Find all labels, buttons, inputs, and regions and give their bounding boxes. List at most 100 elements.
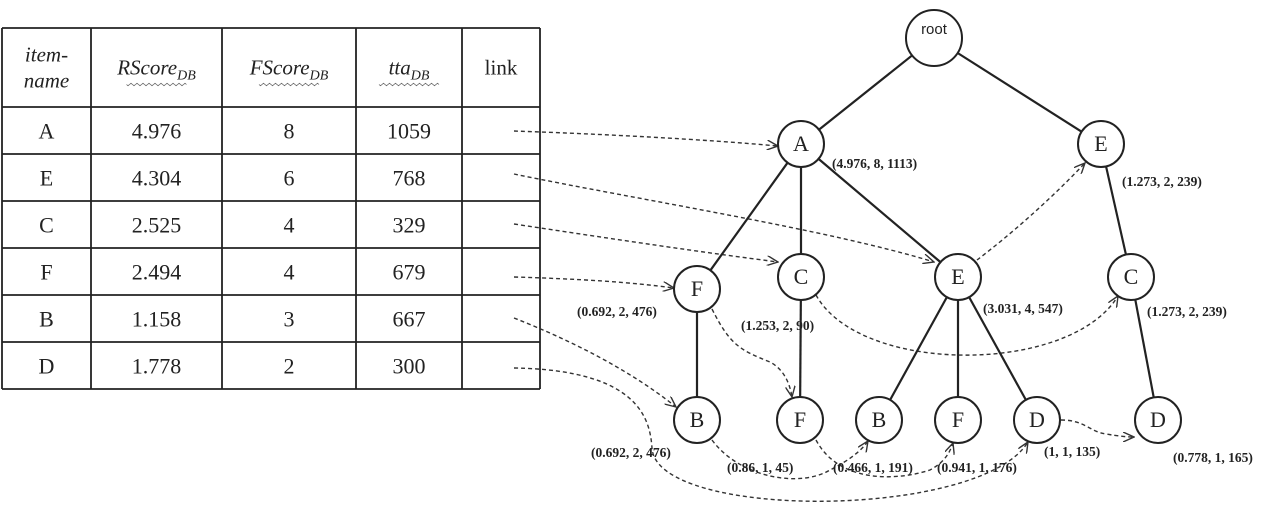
node-annotations: (4.976, 8, 1113) (1.273, 2, 239) (0.692, 2… (577, 156, 1253, 475)
node-link-D1-D2 (1060, 419, 1134, 437)
tree-node-label: F (691, 276, 703, 301)
table-cell: 2.525 (132, 213, 182, 238)
table-header-text: item- (25, 43, 68, 67)
tree-node-D2: D (1134, 396, 1182, 444)
tree-node-circle (1107, 253, 1155, 301)
tree-edge-C2-D2 (1134, 299, 1155, 398)
node-annotation: (1.273, 2, 239) (1147, 304, 1227, 319)
table-cell: 1.158 (132, 307, 182, 332)
tree-node-circle (777, 120, 825, 168)
tree-node-E2: E (934, 253, 982, 301)
spellcheck-underline (126, 82, 187, 87)
tree-node-label: B (872, 407, 887, 432)
node-annotation: (0.778, 1, 165) (1173, 450, 1253, 465)
table-cell: 679 (393, 260, 426, 285)
table-cell: 1.778 (132, 354, 182, 379)
table-cell: 1059 (387, 119, 431, 144)
table-cell: B (39, 307, 54, 332)
tree-edge-E1-C2 (1104, 166, 1128, 255)
node-annotation: (1, 1, 135) (1044, 444, 1100, 459)
tree-edge-root-E1 (957, 52, 1083, 133)
table-cell: 8 (284, 119, 295, 144)
tree-node-circle (777, 253, 825, 301)
tree-node-D1: D (1013, 396, 1061, 444)
node-annotation: (0.692, 2, 476) (577, 304, 657, 319)
node-link-tbl-B-B1 (513, 317, 676, 407)
tree-node-label: F (952, 407, 964, 432)
tree-node-label: E (951, 264, 964, 289)
table-cell: 4.976 (132, 119, 182, 144)
tree-edge-A1-E2 (817, 158, 942, 263)
tree-node-circle (905, 9, 963, 67)
tree-node-B1: B (673, 396, 721, 444)
node-annotation: (0.941, 1, 176) (937, 460, 1017, 475)
tree-node-F2: F (776, 396, 824, 444)
table-cell: C (39, 213, 54, 238)
tree-node-A1: A (777, 120, 825, 168)
node-link-E2-E1 (976, 163, 1085, 261)
tree-edges (695, 52, 1155, 401)
node-annotation: (0.86, 1, 45) (727, 460, 793, 475)
tree-edge-A1-F1 (709, 162, 789, 271)
tree-node-circle (776, 396, 824, 444)
table-header-text: ttaDB (389, 56, 430, 84)
tree-node-C1: C (777, 253, 825, 301)
table-cell: D (39, 354, 55, 379)
tree-node-circle (855, 396, 903, 444)
node-link-C1-C2 (815, 295, 1118, 356)
tree-node-E1: E (1077, 120, 1125, 168)
node-link-tbl-E-E2 (513, 173, 934, 262)
tree-node-label: root (921, 21, 948, 38)
table-cell: A (39, 119, 55, 144)
node-link-tbl-D-D1 (513, 367, 1028, 502)
table-cell: 4 (284, 260, 295, 285)
table-cell: 768 (393, 166, 426, 191)
tree-node-circle (1013, 396, 1061, 444)
node-link-tbl-A-A1 (513, 130, 778, 146)
tree-node-label: D (1029, 407, 1045, 432)
table-cell: 3 (284, 307, 295, 332)
tree-node-F3: F (934, 396, 982, 444)
spellcheck-underline (378, 82, 440, 87)
tree-node-root: root (905, 9, 963, 67)
tree-node-label: C (1124, 264, 1139, 289)
table-header-text: FScoreDB (249, 56, 329, 84)
table-header-text: name (24, 69, 70, 93)
node-annotation: (3.031, 4, 547) (983, 301, 1063, 316)
node-annotation: (0.692, 2, 476) (591, 445, 671, 460)
tree-node-C2: C (1107, 253, 1155, 301)
tree-node-circle (673, 396, 721, 444)
table-cell: 329 (393, 213, 426, 238)
tree-node-label: C (794, 264, 809, 289)
tree-node-label: E (1094, 131, 1107, 156)
table-cell: 6 (284, 166, 295, 191)
tree-node-circle (934, 253, 982, 301)
tree-node-label: B (690, 407, 705, 432)
table-cell: 2 (284, 354, 295, 379)
tree-edge-E2-B2 (889, 296, 948, 401)
node-annotation: (1.273, 2, 239) (1122, 174, 1202, 189)
node-annotation: (4.976, 8, 1113) (832, 156, 917, 171)
tree-node-F1: F (673, 265, 721, 313)
node-annotation: (0.466, 1, 191) (833, 460, 913, 475)
table-header-text: RScoreDB (116, 56, 196, 84)
tree-node-label: F (794, 407, 806, 432)
node-link-F2-F3 (815, 439, 953, 478)
table-cell: 2.494 (132, 260, 182, 285)
table-cell: 667 (393, 307, 426, 332)
tree-node-circle (1134, 396, 1182, 444)
table-cell: 300 (393, 354, 426, 379)
tree-edge-root-A1 (818, 54, 913, 131)
node-link-tbl-F-F1 (513, 276, 674, 288)
node-link-B1-B2 (711, 439, 868, 480)
tree-node-circle (673, 265, 721, 313)
table-cell: E (40, 166, 53, 191)
tree-edge-E2-D1 (968, 296, 1027, 401)
node-annotation: (1.253, 2, 90) (741, 318, 814, 333)
tree-node-circle (1077, 120, 1125, 168)
tree-node-B2: B (855, 396, 903, 444)
spellcheck-underline (258, 82, 320, 87)
